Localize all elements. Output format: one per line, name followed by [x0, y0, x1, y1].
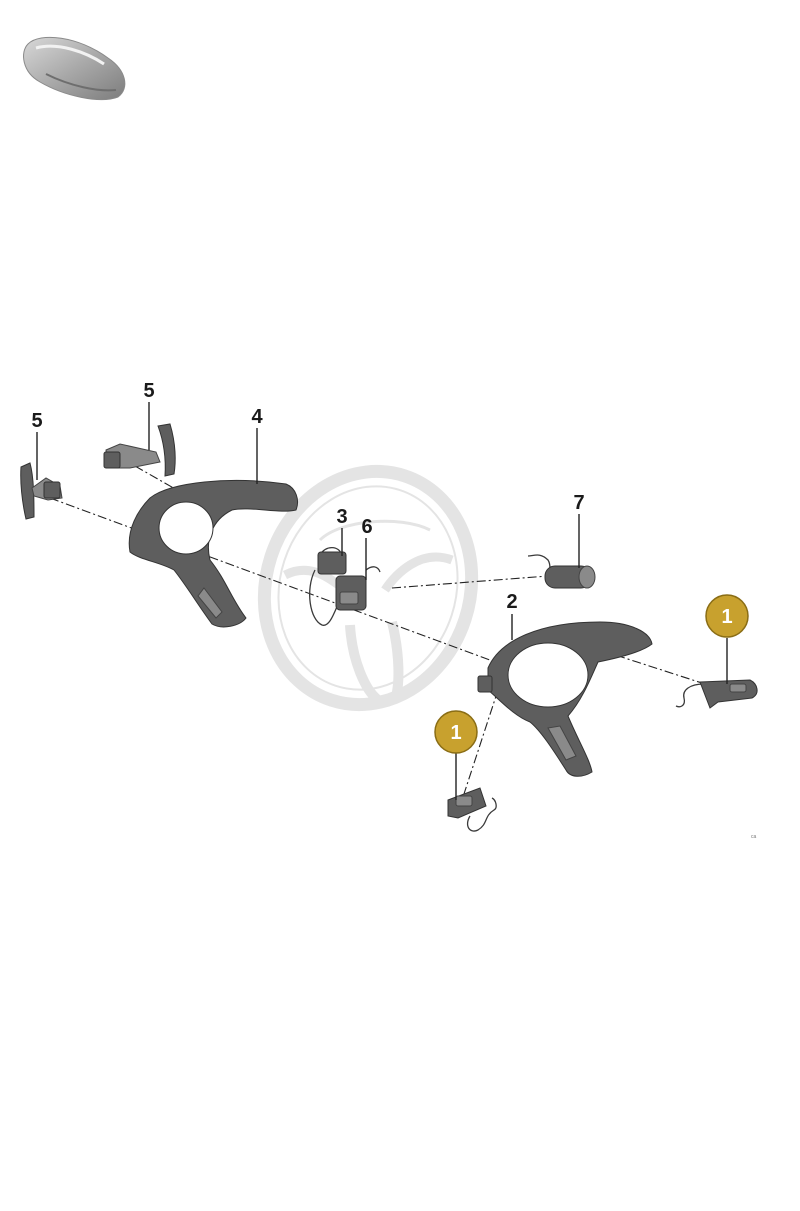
paddle-shifter-left — [20, 462, 63, 520]
callout-4: 4 — [251, 406, 263, 428]
hub-switch-assembly — [309, 546, 381, 626]
callout-1-right-badge[interactable]: 1 — [705, 594, 749, 638]
callout-7: 7 — [573, 492, 584, 514]
callout-2: 2 — [506, 591, 517, 613]
multifunction-switch-left — [447, 787, 497, 832]
leader-lines — [36, 402, 728, 800]
steering-wheel-trim-cover — [128, 480, 299, 628]
steering-wheel-trim-cover-lower — [477, 621, 653, 777]
multifunction-switch-right — [675, 679, 758, 709]
callout-5-top: 5 — [143, 380, 154, 402]
callout-5-left: 5 — [31, 410, 42, 432]
callout-1-right: 1 — [721, 606, 732, 628]
callout-3: 3 — [336, 506, 347, 528]
paddle-shifter-right — [103, 423, 176, 477]
diagram-reference-mark: ca — [751, 834, 757, 840]
callout-6: 6 — [361, 516, 372, 538]
steering-wheel — [257, 464, 479, 712]
callout-1-low-badge[interactable]: 1 — [434, 710, 478, 754]
car-body-icon[interactable] — [23, 36, 126, 100]
connector-module — [527, 554, 596, 589]
callout-1-low: 1 — [450, 722, 461, 744]
